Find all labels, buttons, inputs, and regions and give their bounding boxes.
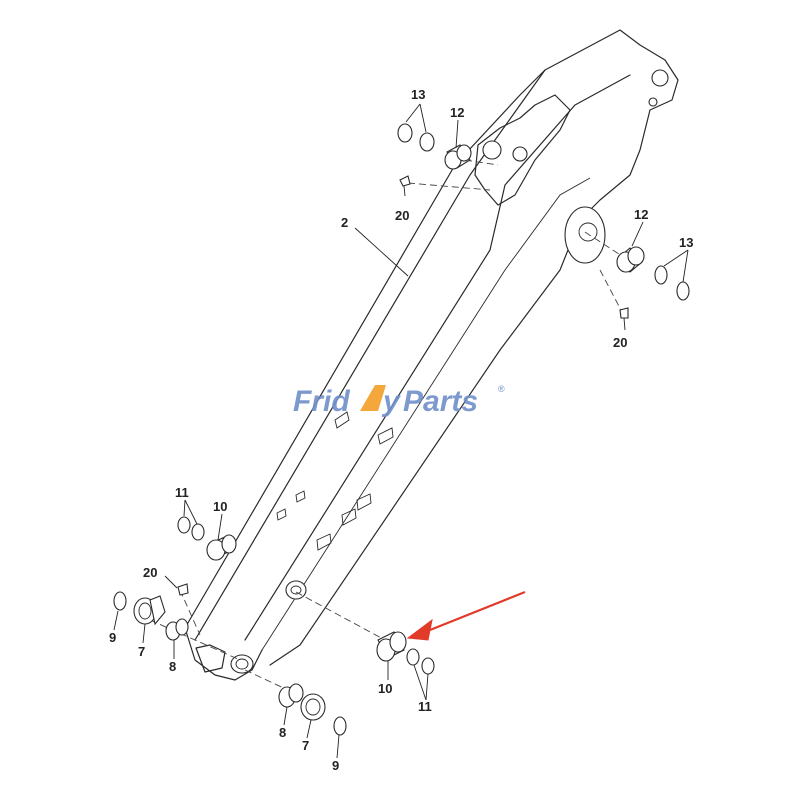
part-8-bottom-pin — [278, 683, 304, 708]
arm-side-boss — [564, 206, 606, 264]
arm-inner-edge — [184, 69, 546, 629]
arm-body-part-2 — [184, 29, 679, 681]
watermark-a-swoosh — [360, 385, 386, 411]
callout-13-top: 13 — [411, 87, 425, 102]
part-20-right-fitting — [619, 307, 629, 319]
fridayparts-watermark-logo: Frid y Parts ® — [293, 384, 505, 418]
arm-foot-left — [184, 627, 263, 681]
callout-7-bottom: 7 — [302, 738, 309, 753]
face-plate-6 — [295, 490, 306, 503]
part-12-right-bushing — [616, 246, 645, 273]
arm-mid-boss — [285, 580, 307, 600]
arm-foot-pin-hole-inner — [235, 658, 249, 670]
face-plate-1 — [334, 411, 350, 429]
bracket-hole-2 — [512, 146, 528, 162]
red-pointer-arrow — [406, 590, 526, 641]
part-13-top-rings — [397, 123, 435, 152]
callout-8-left: 8 — [169, 659, 176, 674]
ring-13a — [397, 123, 413, 143]
face-plate-5 — [316, 533, 332, 551]
watermark-reg-mark: ® — [498, 384, 505, 394]
leader-lines — [113, 103, 689, 759]
centerline-left-pin — [149, 619, 241, 661]
part-11-lower-rings — [406, 648, 435, 675]
callout-13-right: 13 — [679, 235, 693, 250]
face-plate-7 — [276, 508, 287, 521]
centerlines — [149, 159, 626, 706]
face-plate-4 — [341, 508, 357, 526]
arm-side-face-inner — [261, 177, 591, 651]
part-11-upper-rings — [177, 516, 205, 541]
centerline-20-top — [407, 182, 491, 191]
part-7-bottom-bushing — [300, 693, 326, 721]
callout-11-lower: 11 — [418, 699, 432, 714]
part-20-top-fitting — [399, 175, 411, 187]
callout-12-right: 12 — [634, 207, 648, 222]
arm-side-hole — [648, 97, 658, 107]
arm-foot-boss — [195, 644, 226, 673]
callout-9-left: 9 — [109, 630, 116, 645]
callout-10-lower: 10 — [378, 681, 392, 696]
part-10-upper-bushing — [206, 534, 237, 561]
part-20-left-fitting — [177, 583, 189, 596]
centerline-20-left — [179, 589, 201, 636]
callout-20-right: 20 — [613, 335, 627, 350]
callout-20-top: 20 — [395, 208, 409, 223]
part-8-left-pin — [165, 618, 189, 641]
callout-10-upper: 10 — [213, 499, 227, 514]
callout-20-left: 20 — [143, 565, 157, 580]
callout-12-top: 12 — [450, 105, 464, 120]
centerline-side-pin — [584, 231, 626, 259]
callout-7-left: 7 — [138, 644, 145, 659]
part-9-bottom-ring — [333, 716, 347, 736]
callout-11-upper: 11 — [175, 485, 189, 500]
part-12-top-bushing — [444, 144, 472, 170]
part-7-left-bushing — [133, 595, 166, 626]
face-plate-3 — [356, 493, 372, 511]
callout-8-bottom: 8 — [279, 725, 286, 740]
arm-side-face — [244, 74, 631, 641]
bracket-hole-1 — [482, 140, 502, 160]
ring-13b — [419, 132, 435, 152]
callout-numbers: 2 13 12 20 12 13 20 11 10 20 9 7 8 8 7 9… — [109, 87, 693, 773]
watermark-text-right: Parts — [403, 385, 478, 418]
watermark-text-left: Frid — [293, 385, 350, 418]
watermark-y-letter: y — [381, 385, 401, 418]
centerline-mid-pin — [295, 591, 386, 641]
face-plate-2 — [377, 427, 394, 445]
arm-top-hole — [651, 69, 669, 87]
part-13-right-rings — [654, 265, 690, 301]
callout-2: 2 — [341, 215, 348, 230]
arm-foot-pin-hole — [230, 654, 254, 674]
centerline-12-top — [464, 159, 499, 166]
part-10-lower-bushing — [376, 631, 407, 662]
arm-mid-boss-hole — [290, 585, 302, 595]
centerline-20-side — [599, 269, 623, 313]
arm-top-edge — [194, 29, 679, 666]
part-9-left-ring — [113, 591, 127, 611]
callout-9-bottom: 9 — [332, 758, 339, 773]
arm-side-boss-hole — [578, 222, 598, 242]
